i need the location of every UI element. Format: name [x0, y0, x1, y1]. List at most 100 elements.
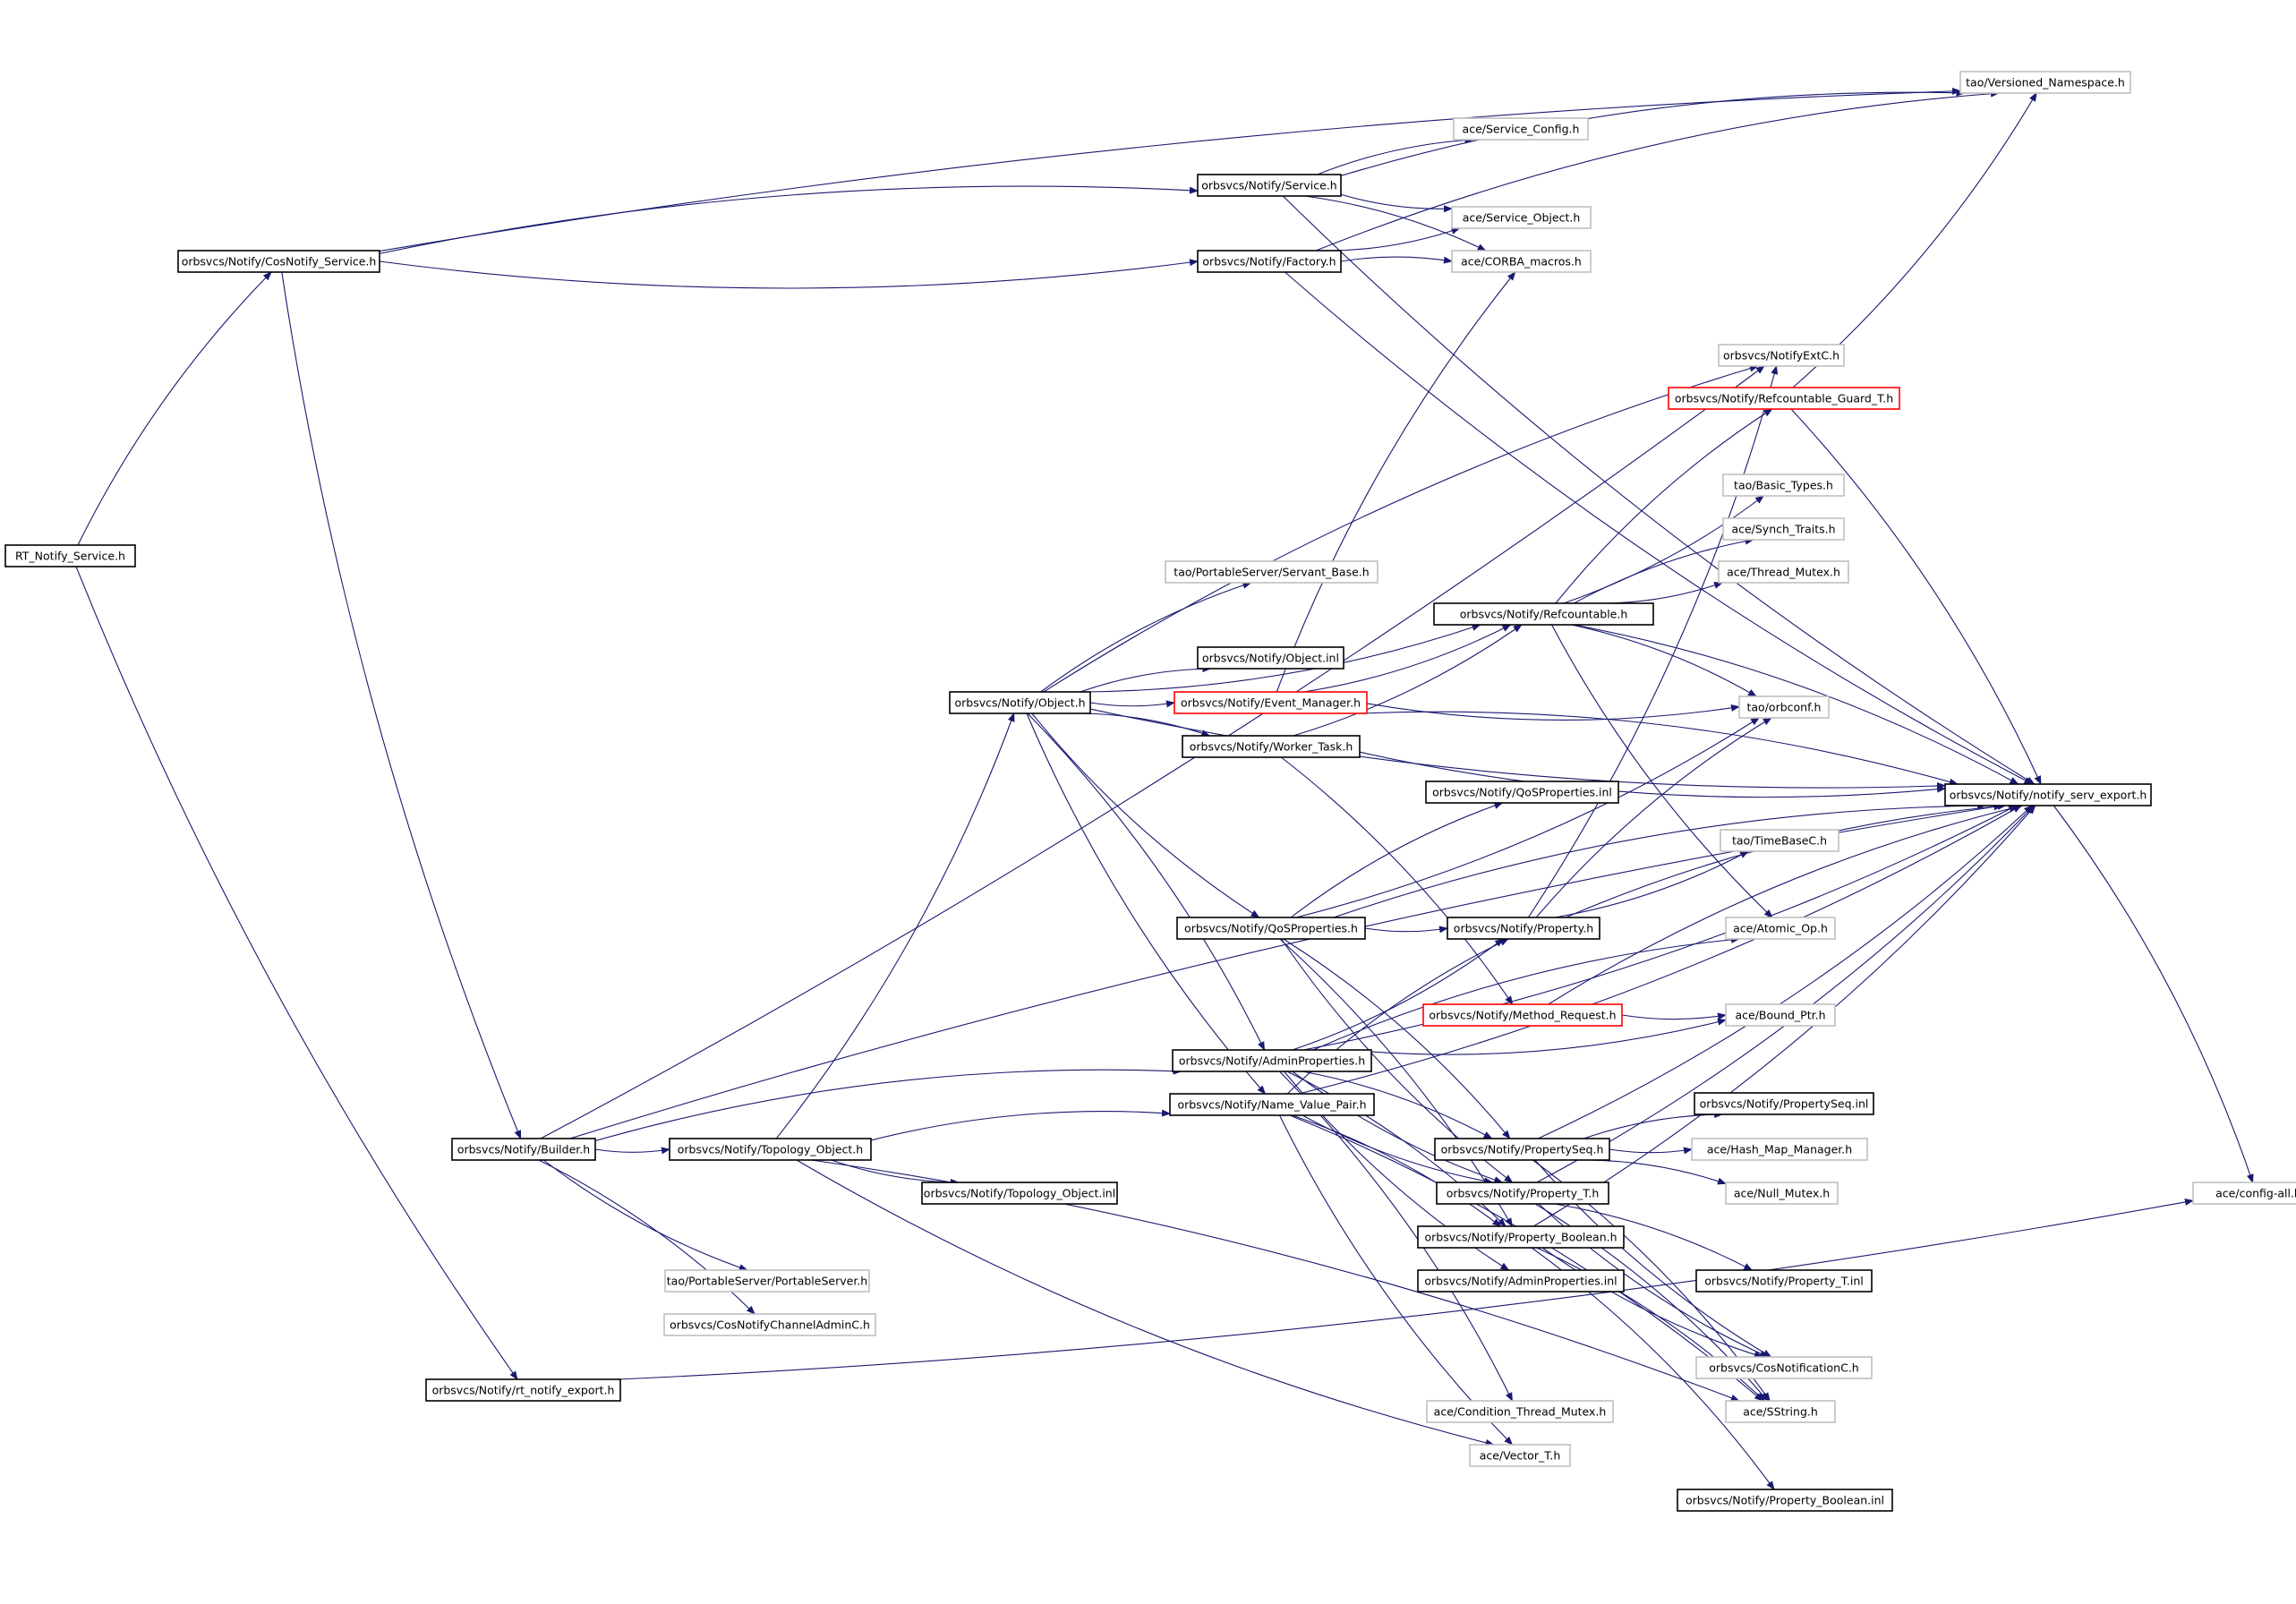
- node-basic_types[interactable]: tao/Basic_Types.h: [1722, 474, 1845, 497]
- node-box: [1434, 1138, 1610, 1161]
- edge-refcountable_guard-to-versioned_ns: [1792, 92, 2037, 388]
- edge-factory-to-notify_serv_export: [1285, 271, 2034, 785]
- node-refcountable[interactable]: orbsvcs/Notify/Refcountable.h: [1433, 602, 1654, 626]
- node-cosnotificationc[interactable]: orbsvcs/CosNotificationC.h: [1695, 1356, 1873, 1379]
- node-portableserver[interactable]: tao/PortableServer/PortableServer.h: [664, 1269, 870, 1293]
- node-box: [1182, 735, 1361, 758]
- node-label: ace/CORBA_macros.h: [1461, 255, 1582, 269]
- node-property_t_h[interactable]: orbsvcs/Notify/Property_T.h: [1436, 1182, 1609, 1205]
- node-null_mutex[interactable]: ace/Null_Mutex.h: [1725, 1182, 1839, 1205]
- node-thread_mutex[interactable]: ace/Thread_Mutex.h: [1718, 560, 1849, 584]
- edge-property_boolean_h-to-cosnotificationc: [1541, 1247, 1763, 1359]
- edge-factory-to-service_object: [1330, 227, 1461, 252]
- edge-refcountable-to-atomic_op: [1551, 624, 1773, 918]
- node-box: [1197, 250, 1342, 273]
- edge-object_h-to-notify_serv_export: [1089, 708, 1946, 789]
- node-label: ace/Service_Object.h: [1463, 211, 1581, 225]
- node-notifyextc[interactable]: orbsvcs/NotifyExtC.h: [1718, 344, 1845, 367]
- node-propertyseq_h[interactable]: orbsvcs/Notify/PropertySeq.h: [1434, 1138, 1610, 1161]
- edge-refcountable-to-synch_traits: [1574, 537, 1754, 604]
- edge-property_t_h-to-notify_serv_export: [1536, 805, 2035, 1183]
- node-condition_thread_mutex[interactable]: ace/Condition_Thread_Mutex.h: [1426, 1400, 1614, 1423]
- edge-qosproperties_h-to-notify_serv_export: [1333, 802, 1987, 918]
- node-factory[interactable]: orbsvcs/Notify/Factory.h: [1197, 250, 1342, 273]
- node-notify_serv_export[interactable]: orbsvcs/Notify/notify_serv_export.h: [1944, 783, 2152, 806]
- node-property_boolean_h[interactable]: orbsvcs/Notify/Property_Boolean.h: [1417, 1225, 1625, 1249]
- node-box: [1738, 695, 1830, 719]
- node-label: ace/Condition_Thread_Mutex.h: [1434, 1405, 1607, 1419]
- node-atomic_op[interactable]: ace/Atomic_Op.h: [1725, 917, 1836, 940]
- node-propertyseq_inl[interactable]: orbsvcs/Notify/PropertySeq.inl: [1694, 1092, 1874, 1115]
- edge-builder-to-portableserver: [542, 1159, 748, 1271]
- edge-service-to-corba_macros: [1304, 195, 1487, 252]
- node-sstring[interactable]: ace/SString.h: [1725, 1400, 1836, 1423]
- edge-qosproperties_h-to-propertyseq_h: [1283, 938, 1511, 1139]
- edge-service-to-service_object: [1340, 193, 1453, 213]
- edge-worker_task-to-method_request: [1280, 756, 1514, 1005]
- edge-propertyseq_h-to-hash_map_manager: [1609, 1147, 1693, 1155]
- edge-refcountable_guard-to-notify_serv_export: [1790, 408, 2042, 785]
- node-cosnotify_service[interactable]: orbsvcs/Notify/CosNotify_Service.h: [177, 250, 380, 273]
- node-label: ace/Bound_Ptr.h: [1735, 1009, 1825, 1022]
- node-label: tao/Versioned_Namespace.h: [1966, 76, 2125, 90]
- edge-topology_object_h-to-vector_t: [796, 1159, 1495, 1446]
- node-box: [669, 1138, 872, 1161]
- edge-adminproperties_h-to-bound_ptr: [1370, 1018, 1727, 1055]
- node-box: [664, 1269, 870, 1293]
- node-box: [1722, 474, 1845, 497]
- edge-refcountable-to-basic_types: [1563, 495, 1764, 604]
- node-bound_ptr[interactable]: ace/Bound_Ptr.h: [1725, 1003, 1836, 1027]
- node-refcountable_guard[interactable]: orbsvcs/Notify/Refcountable_Guard_T.h: [1668, 387, 1900, 410]
- node-corba_macros[interactable]: ace/CORBA_macros.h: [1451, 250, 1592, 273]
- node-box: [1720, 829, 1839, 852]
- node-cosnotifychanneladminc[interactable]: orbsvcs/CosNotifyChannelAdminC.h: [663, 1313, 876, 1336]
- node-event_manager[interactable]: orbsvcs/Notify/Event_Manager.h: [1174, 691, 1368, 714]
- node-service[interactable]: orbsvcs/Notify/Service.h: [1197, 174, 1342, 197]
- edge-property_t_h-to-property_t_inl: [1554, 1203, 1754, 1271]
- node-versioned_ns[interactable]: tao/Versioned_Namespace.h: [1959, 71, 2131, 94]
- node-object_h[interactable]: orbsvcs/Notify/Object.h: [949, 691, 1091, 714]
- edge-event_manager-to-orbconf: [1366, 703, 1740, 721]
- node-property_h[interactable]: orbsvcs/Notify/Property.h: [1447, 917, 1600, 940]
- node-topology_object_h[interactable]: orbsvcs/Notify/Topology_Object.h: [669, 1138, 872, 1161]
- edge-qosproperties_h-to-property_h: [1364, 926, 1448, 934]
- node-builder[interactable]: orbsvcs/Notify/Builder.h: [451, 1138, 596, 1161]
- node-adminproperties_inl[interactable]: orbsvcs/Notify/AdminProperties.inl: [1417, 1269, 1625, 1293]
- node-adminproperties_h[interactable]: orbsvcs/Notify/AdminProperties.h: [1172, 1049, 1372, 1072]
- node-timebasec[interactable]: tao/TimeBaseC.h: [1720, 829, 1839, 852]
- edge-property_h-to-notifyextc: [1527, 365, 1779, 918]
- node-box: [1169, 1093, 1375, 1116]
- node-box: [1451, 250, 1592, 273]
- node-rt_service[interactable]: RT_Notify_Service.h: [4, 544, 136, 567]
- node-method_request[interactable]: orbsvcs/Notify/Method_Request.h: [1422, 1003, 1623, 1027]
- node-vector_t[interactable]: ace/Vector_T.h: [1469, 1444, 1571, 1467]
- edge-topology_object_h-to-object_h: [775, 712, 1015, 1139]
- edge-method_request-to-notify_serv_export: [1548, 804, 2024, 1005]
- node-synch_traits[interactable]: ace/Synch_Traits.h: [1722, 517, 1845, 541]
- node-box: [1172, 1049, 1372, 1072]
- node-qosproperties_inl[interactable]: orbsvcs/Notify/QoSProperties.inl: [1425, 781, 1619, 804]
- node-label: orbsvcs/Notify/PropertySeq.inl: [1700, 1097, 1869, 1111]
- node-servant_base[interactable]: tao/PortableServer/Servant_Base.h: [1165, 560, 1378, 584]
- node-service_config[interactable]: ace/Service_Config.h: [1453, 117, 1589, 141]
- node-property_t_inl[interactable]: orbsvcs/Notify/Property_T.inl: [1695, 1269, 1873, 1293]
- node-box: [425, 1378, 621, 1402]
- node-label: orbsvcs/Notify/Topology_Object.inl: [924, 1187, 1115, 1200]
- node-label: orbsvcs/CosNotifyChannelAdminC.h: [670, 1318, 870, 1332]
- edge-name_value_pair-to-notify_serv_export: [1298, 805, 2022, 1095]
- node-name_value_pair[interactable]: orbsvcs/Notify/Name_Value_Pair.h: [1169, 1093, 1375, 1116]
- node-qosproperties_h[interactable]: orbsvcs/Notify/QoSProperties.h: [1176, 917, 1366, 940]
- node-label: orbsvcs/Notify/CosNotify_Service.h: [182, 255, 377, 269]
- node-rt_notify_export[interactable]: orbsvcs/Notify/rt_notify_export.h: [425, 1378, 621, 1402]
- node-topology_object_inl[interactable]: orbsvcs/Notify/Topology_Object.inl: [921, 1182, 1118, 1205]
- node-hash_map_manager[interactable]: ace/Hash_Map_Manager.h: [1691, 1138, 1868, 1161]
- node-object_inl[interactable]: orbsvcs/Notify/Object.inl: [1197, 646, 1344, 670]
- node-box: [1694, 1092, 1874, 1115]
- node-box: [1447, 917, 1600, 940]
- node-worker_task[interactable]: orbsvcs/Notify/Worker_Task.h: [1182, 735, 1361, 758]
- node-orbconf[interactable]: tao/orbconf.h: [1738, 695, 1830, 719]
- node-service_object[interactable]: ace/Service_Object.h: [1451, 206, 1592, 229]
- node-property_boolean_inl[interactable]: orbsvcs/Notify/Property_Boolean.inl: [1677, 1489, 1893, 1512]
- node-config_all[interactable]: ace/config-all.h: [2192, 1182, 2296, 1205]
